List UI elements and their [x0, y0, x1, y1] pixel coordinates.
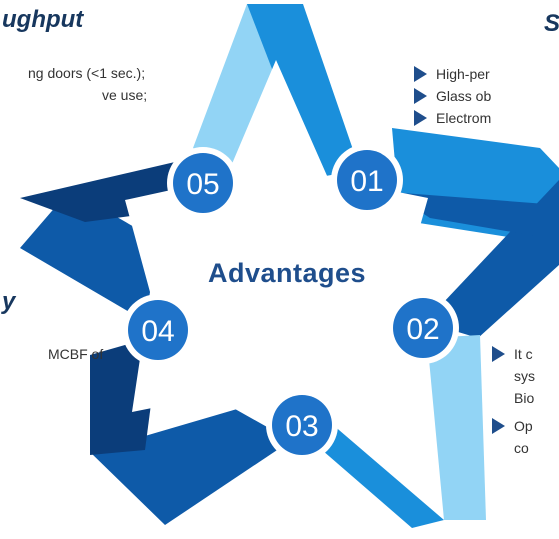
bullet-icon: [414, 66, 427, 82]
bottom-right-item-1-line-2: sys: [514, 368, 535, 384]
svg-text:01: 01: [350, 165, 383, 198]
svg-text:05: 05: [186, 168, 219, 201]
bullet-icon: [414, 88, 427, 104]
bottom-right-item-2-line-2: co: [514, 440, 529, 456]
badge-03: 03: [266, 389, 338, 461]
heading-y: y: [2, 288, 16, 315]
ribbon-bottom-right: [427, 335, 486, 520]
ribbon-right-top-dark: [390, 192, 559, 240]
top-left-line-1: ng doors (<1 sec.);: [28, 65, 146, 81]
ribbon-top-right: [247, 4, 360, 178]
svg-text:03: 03: [285, 410, 318, 443]
right-item-2: Glass ob: [436, 88, 492, 104]
svg-text:02: 02: [406, 313, 439, 346]
mid-left-line-1: MCBF of: [48, 346, 104, 362]
badge-04: 04: [122, 294, 194, 366]
svg-text:04: 04: [141, 315, 174, 348]
right-item-3: Electrom: [436, 110, 492, 126]
bottom-right-item-1-line-3: Bio: [514, 390, 535, 406]
bullet-icon: [492, 346, 505, 362]
top-left-line-2: ve use;: [102, 87, 148, 103]
right-item-1: High-per: [436, 66, 490, 82]
bullet-icon: [414, 110, 427, 126]
ribbon-bottom-left: [90, 400, 322, 525]
badge-02: 02: [387, 292, 459, 364]
heading-throughput: ughput: [2, 6, 84, 33]
bottom-right-item-1-line-1: It c: [514, 346, 533, 362]
star-center: [125, 60, 428, 432]
badge-05: 05: [167, 147, 239, 219]
center-title: Advantages: [208, 258, 366, 288]
bullet-icon: [492, 418, 505, 434]
badge-01: 01: [331, 144, 403, 216]
heading-s: S: [544, 10, 559, 37]
bottom-right-item-2-line-1: Op: [514, 418, 533, 434]
